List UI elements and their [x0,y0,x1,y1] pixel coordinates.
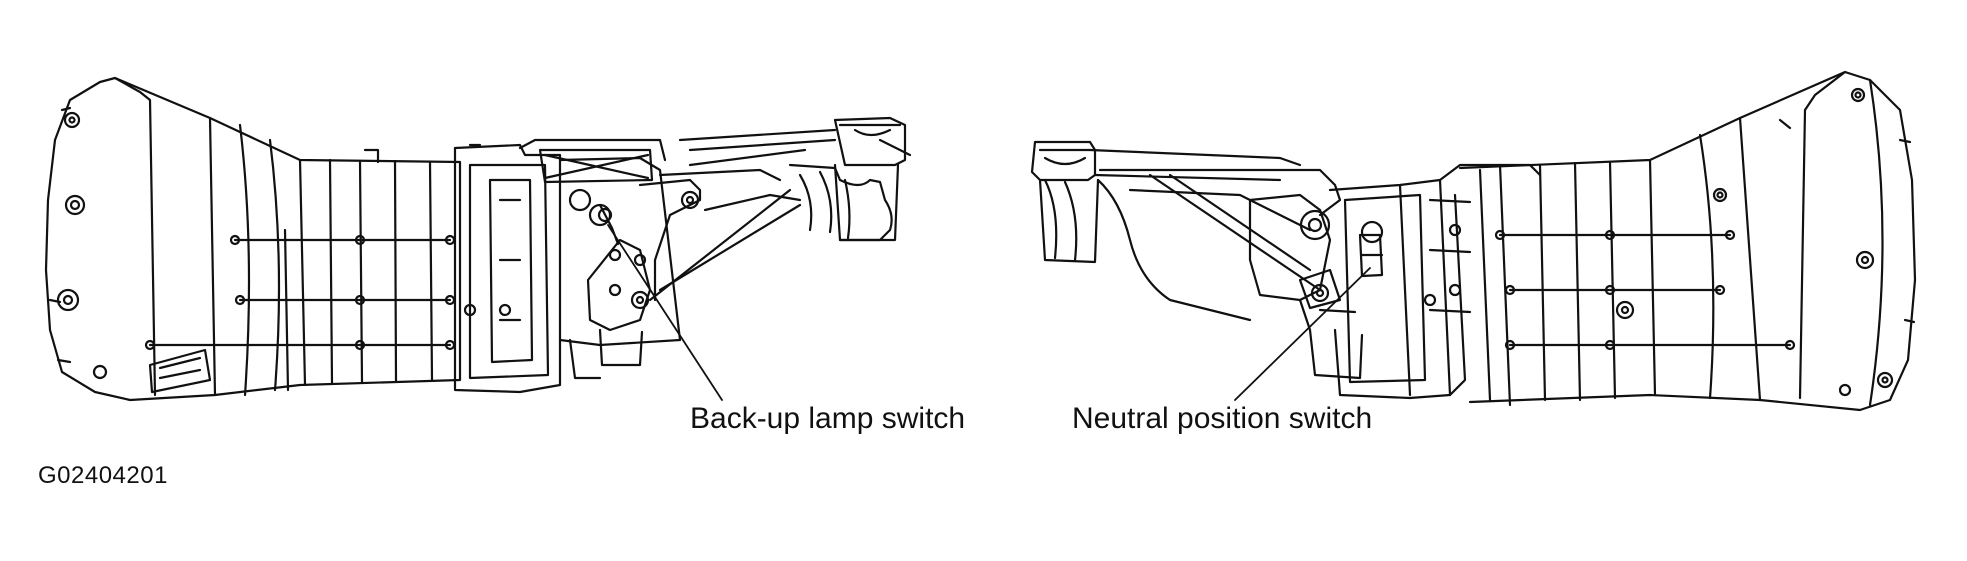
right-transmission [1030,70,1917,412]
backup-lamp-switch-leader [607,224,723,401]
right-main-case [1458,116,1762,404]
right-bell-housing [1738,70,1917,412]
right-output-housing [1030,140,1097,182]
backup-lamp-switch-label: Back-up lamp switch [690,402,966,435]
left-main-case [208,116,462,397]
figure-code: G02404201 [38,462,168,489]
backup-lamp-switch-icon [597,207,613,223]
neutral-position-switch-label: Neutral position switch [1072,402,1373,435]
left-extension [638,178,702,302]
neutral-position-switch-leader [1234,267,1371,401]
right-extension [1098,168,1342,217]
left-transmission [44,76,912,402]
neutral-position-switch-icon [1358,233,1384,278]
